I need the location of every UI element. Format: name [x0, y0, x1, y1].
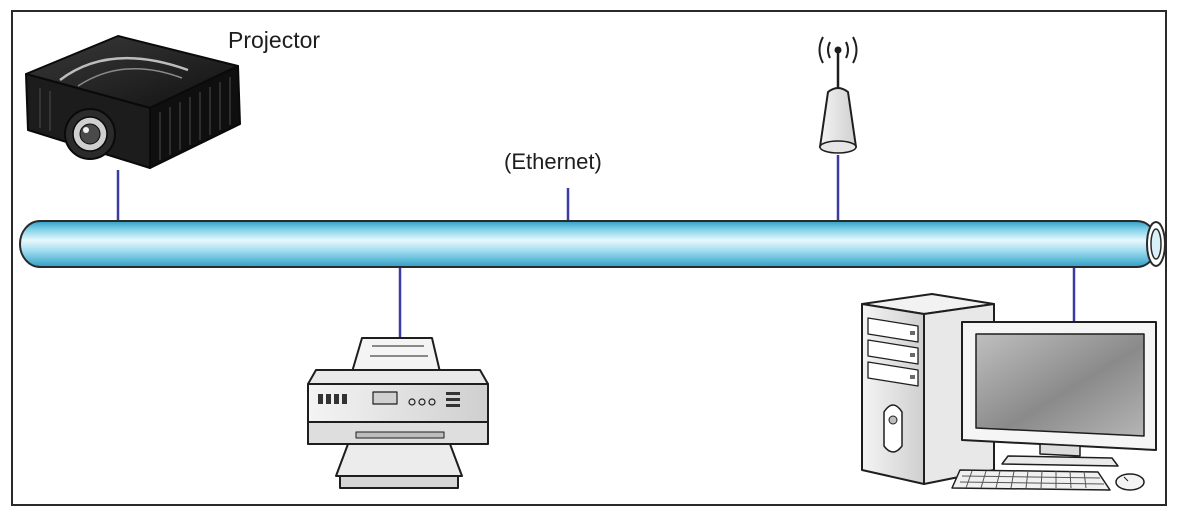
printer-icon: [307, 337, 489, 489]
ethernet-bus: [19, 220, 1166, 268]
wireless-access-point-icon: [818, 36, 858, 154]
connector-lines: [116, 155, 1076, 338]
projector-label: Projector: [228, 27, 321, 53]
ethernet-label: (Ethernet): [504, 149, 602, 174]
desktop-computer-icon: [861, 293, 1157, 491]
projector-icon: [25, 35, 241, 169]
